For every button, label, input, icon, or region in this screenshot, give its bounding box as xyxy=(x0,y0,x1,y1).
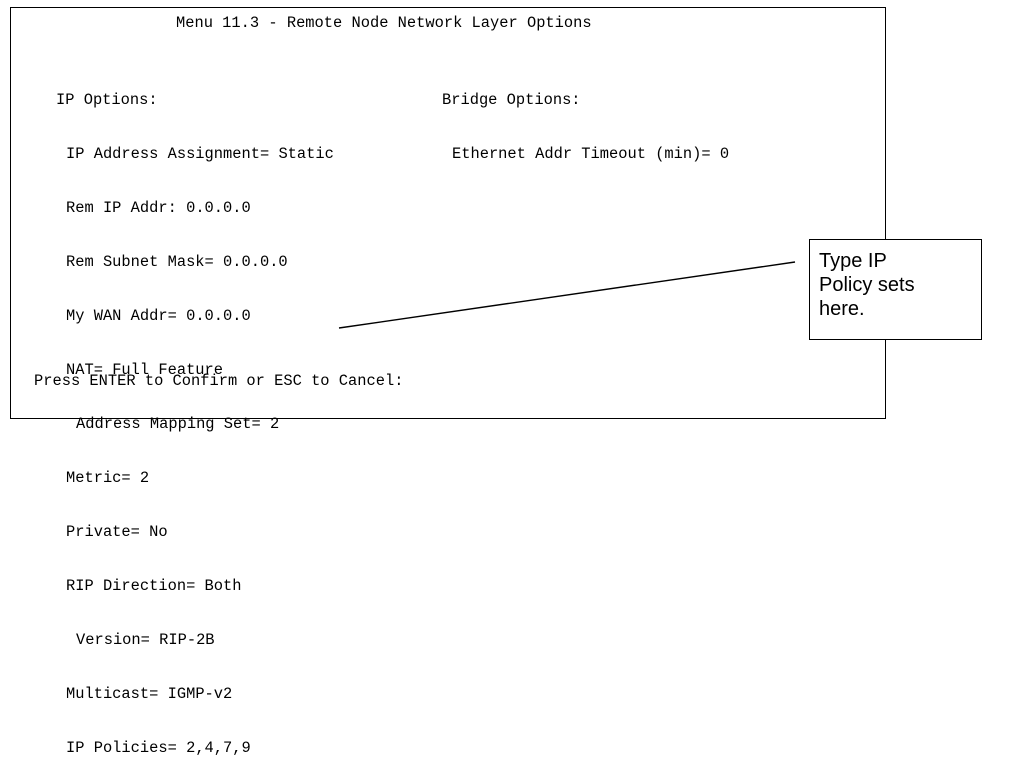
rip-version-field[interactable]: Version= RIP-2B xyxy=(56,631,334,649)
terminal-screen xyxy=(10,7,886,419)
callout-box: Type IP Policy sets here. xyxy=(809,239,982,340)
rip-direction-value[interactable]: Both xyxy=(204,577,242,595)
callout-line-3: here. xyxy=(819,298,865,320)
callout-line-1: Type IP xyxy=(819,250,887,272)
rem-subnet-mask-field[interactable]: Rem Subnet Mask= 0.0.0.0 xyxy=(56,253,334,271)
my-wan-addr-value[interactable]: 0.0.0.0 xyxy=(186,307,251,325)
callout-line-2: Policy sets xyxy=(819,274,915,296)
field-label: Metric= xyxy=(66,469,140,487)
field-label: Rem Subnet Mask= xyxy=(66,253,224,271)
field-label: Address Mapping Set= xyxy=(76,415,270,433)
ethernet-addr-timeout-value[interactable]: 0 xyxy=(719,145,730,163)
ip-address-assignment-value[interactable]: Static xyxy=(278,145,334,163)
multicast-value[interactable]: IGMP-v2 xyxy=(167,685,233,703)
rem-ip-addr-value[interactable]: 0.0.0.0 xyxy=(186,199,251,217)
bridge-options-heading: Bridge Options: xyxy=(442,91,581,109)
nat-field[interactable]: NAT= Full Feature xyxy=(56,361,334,379)
ip-options-section: IP Options: IP Address Assignment= Stati… xyxy=(56,55,334,775)
field-label: Private= xyxy=(66,523,150,541)
ip-policies-field[interactable]: IP Policies= 2,4,7,9 xyxy=(56,739,334,757)
rem-subnet-mask-value[interactable]: 0.0.0.0 xyxy=(223,253,288,271)
ethernet-addr-timeout-field[interactable]: Ethernet Addr Timeout (min)= 0 xyxy=(442,145,729,163)
field-label: NAT= xyxy=(66,361,113,379)
address-mapping-set-field[interactable]: Address Mapping Set= 2 xyxy=(56,415,334,433)
private-field[interactable]: Private= No xyxy=(56,523,334,541)
field-label: Version= xyxy=(76,631,160,649)
nat-value[interactable]: Full Feature xyxy=(112,361,224,379)
bridge-options-section: Bridge Options: Ethernet Addr Timeout (m… xyxy=(442,55,729,181)
confirm-prompt: Press ENTER to Confirm or ESC to Cancel: xyxy=(34,372,404,390)
address-mapping-set-value[interactable]: 2 xyxy=(269,415,280,433)
menu-title: Menu 11.3 - Remote Node Network Layer Op… xyxy=(176,14,592,32)
field-label: Rem IP Addr: xyxy=(66,199,187,217)
ip-policies-value[interactable]: 2,4,7,9 xyxy=(186,739,251,757)
metric-value[interactable]: 2 xyxy=(139,469,150,487)
rip-version-value[interactable]: RIP-2B xyxy=(159,631,215,649)
metric-field[interactable]: Metric= 2 xyxy=(56,469,334,487)
field-label: My WAN Addr= xyxy=(66,307,187,325)
field-label: Ethernet Addr Timeout (min)= xyxy=(452,145,720,163)
rem-ip-addr-field[interactable]: Rem IP Addr: 0.0.0.0 xyxy=(56,199,334,217)
multicast-field[interactable]: Multicast= IGMP-v2 xyxy=(56,685,334,703)
field-label: IP Address Assignment= xyxy=(66,145,279,163)
ip-options-heading: IP Options: xyxy=(56,91,158,109)
field-label: IP Policies= xyxy=(66,739,187,757)
rip-direction-field[interactable]: RIP Direction= Both xyxy=(56,577,334,595)
ip-address-assignment-field[interactable]: IP Address Assignment= Static xyxy=(56,145,334,163)
private-value[interactable]: No xyxy=(149,523,168,541)
my-wan-addr-field[interactable]: My WAN Addr= 0.0.0.0 xyxy=(56,307,334,325)
field-label: Multicast= xyxy=(66,685,168,703)
field-label: RIP Direction= xyxy=(66,577,205,595)
